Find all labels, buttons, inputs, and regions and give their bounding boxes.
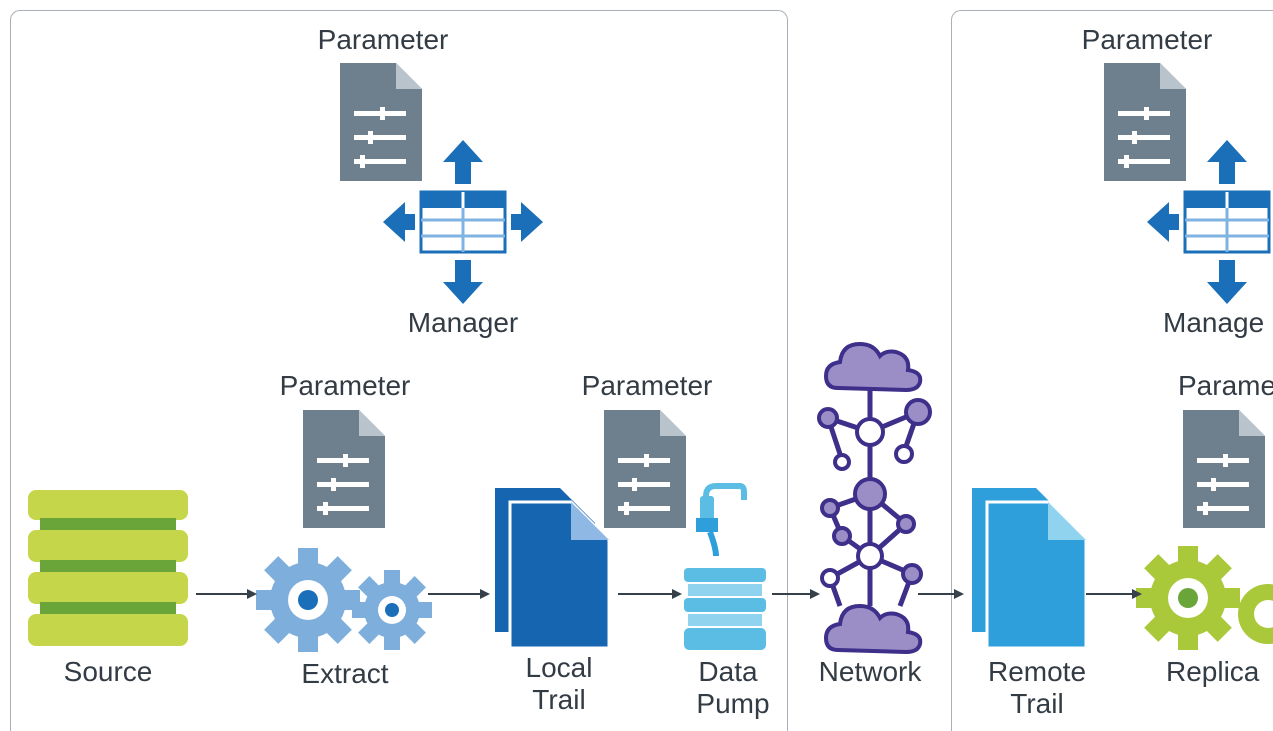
network-cloud-icon	[817, 341, 932, 655]
local-trail-label-line2: Trail	[532, 684, 586, 715]
source-system-panel	[10, 10, 788, 731]
trail-files-icon	[495, 488, 611, 650]
parameter-label: Parameter	[279, 370, 411, 401]
parameter-document-icon	[340, 63, 422, 181]
remote-trail-label-line2: Trail	[1010, 688, 1064, 719]
manager-label: Manager	[407, 307, 519, 338]
data-pump-label-line2: Pump	[696, 688, 770, 719]
manager-label: Manage	[1163, 307, 1265, 338]
database-icon	[28, 490, 188, 646]
parameter-document-icon	[1104, 63, 1186, 181]
gears-icon	[256, 548, 432, 652]
parameter-label: Parameter	[581, 370, 713, 401]
parameter-label: Parameter	[317, 24, 449, 55]
target-system-panel	[951, 10, 1273, 731]
source-label: Source	[63, 656, 153, 687]
replicat-label: Replica	[1166, 656, 1260, 687]
local-trail-label-line1: Local	[525, 652, 593, 683]
remote-trail-label-line1: Remote	[987, 656, 1087, 687]
trail-files-icon	[972, 488, 1088, 650]
water-pump-icon	[684, 483, 766, 650]
data-pump-label-line1: Data	[698, 656, 758, 687]
network-label: Network	[818, 656, 922, 687]
extract-label: Extract	[301, 658, 389, 689]
parameter-label: Parameter	[1081, 24, 1213, 55]
parameter-document-icon	[1183, 410, 1265, 528]
parameter-document-icon	[604, 410, 686, 528]
gears-icon	[1136, 546, 1273, 650]
parameter-label: Paramet	[1178, 370, 1273, 401]
parameter-document-icon	[303, 410, 385, 528]
